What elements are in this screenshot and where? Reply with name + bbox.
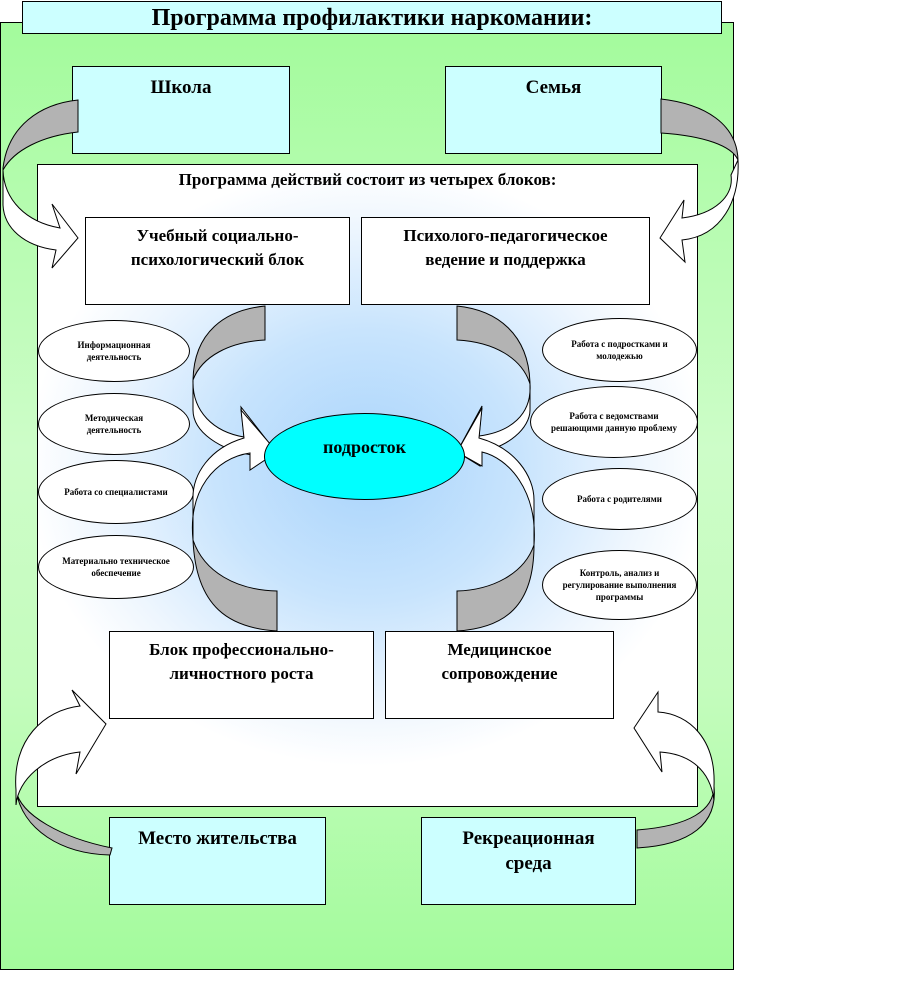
context-box-residence: Место жительства [109,817,326,905]
oval-control-analysis: Контроль, анализ и регулирование выполне… [542,550,697,620]
context-box-school: Школа [72,66,290,154]
school-label: Школа [150,77,212,98]
center-label: подросток [323,437,406,457]
block-medical-line2: сопровождение [441,664,558,683]
oval-agencies-work: Работа с ведомствами решающими данную пр… [530,386,698,458]
inner-heading: Программа действий состоит из четырех бл… [178,170,557,189]
block-educational-line1: Учебный социально- [136,226,299,245]
block-professional-line2: личностного роста [169,664,314,683]
oval-material-text: Материально техническое обеспечение [62,556,170,578]
diagram-title: Программа профилактики наркомании: [22,1,722,34]
oval-parents-work: Работа с родителями [542,468,697,530]
block-medical: Медицинское сопровождение [385,631,614,719]
block-psych-pedagogical: Психолого-педагогическое ведение и подде… [361,217,650,305]
block-psych-line1: Психолого-педагогическое [403,226,608,245]
block-medical-line1: Медицинское [447,640,552,659]
oval-specialists-text: Работа со специалистами [64,487,168,497]
center-oval-teen: подросток [264,413,465,500]
family-label: Семья [525,77,582,98]
block-educational-line2: психологический блок [130,250,305,269]
oval-information: Информационная деятельность [38,320,190,382]
recreation-line2: среда [505,853,552,874]
context-box-recreation: Рекреационная среда [421,817,636,905]
oval-control-text: Контроль, анализ и регулирование выполне… [562,568,677,602]
block-professional-line1: Блок профессионально- [149,640,334,659]
residence-label: Место жительства [138,828,297,849]
context-box-family: Семья [445,66,662,154]
oval-methodical-text: Методическая деятельность [84,413,144,435]
block-educational: Учебный социально- психологический блок [85,217,350,305]
block-psych-line2: ведение и поддержка [425,250,586,269]
oval-specialists: Работа со специалистами [38,460,194,524]
oval-youth-text: Работа с подростками и молодежью [571,339,668,361]
block-professional: Блок профессионально- личностного роста [109,631,374,719]
title-text: Программа профилактики наркомании: [151,5,593,31]
oval-youth-work: Работа с подростками и молодежью [542,318,697,382]
oval-information-text: Информационная деятельность [77,340,151,362]
oval-methodical: Методическая деятельность [38,393,190,455]
recreation-line1: Рекреационная [462,828,595,849]
oval-material-support: Материально техническое обеспечение [38,535,194,599]
oval-agencies-text: Работа с ведомствами решающими данную пр… [550,411,678,433]
oval-parents-text: Работа с родителями [577,494,662,504]
